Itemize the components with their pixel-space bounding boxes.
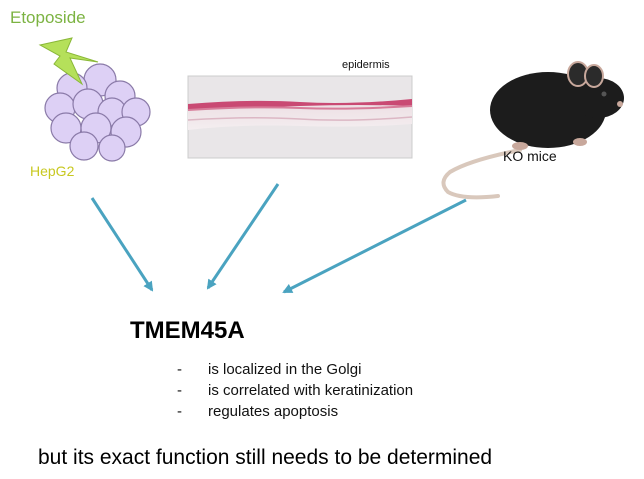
finding-item: -is correlated with keratinization — [177, 380, 413, 401]
etoposide-label: Etoposide — [10, 8, 86, 28]
finding-item: -regulates apoptosis — [177, 401, 413, 422]
finding-text: regulates apoptosis — [208, 403, 338, 420]
tmem45a-title: TMEM45A — [130, 317, 245, 345]
cell-cluster-icon — [45, 64, 150, 161]
hepg2-label: HepG2 — [30, 163, 74, 179]
epidermis-image — [188, 76, 412, 158]
findings-list: -is localized in the Golgi -is correlate… — [177, 359, 413, 422]
epidermis-label: epidermis — [342, 59, 390, 71]
finding-item: -is localized in the Golgi — [177, 359, 413, 380]
conclusion-text: but its exact function still needs to be… — [38, 446, 492, 470]
finding-text: is localized in the Golgi — [208, 361, 361, 378]
ko-mice-label: KO mice — [503, 148, 557, 164]
finding-text: is correlated with keratinization — [208, 382, 413, 399]
mouse-icon — [443, 62, 624, 197]
arrow-epidermis-to-tmem45a — [208, 184, 278, 288]
arrow-komice-to-tmem45a — [284, 200, 466, 292]
arrow-hepg2-to-tmem45a — [92, 198, 152, 290]
